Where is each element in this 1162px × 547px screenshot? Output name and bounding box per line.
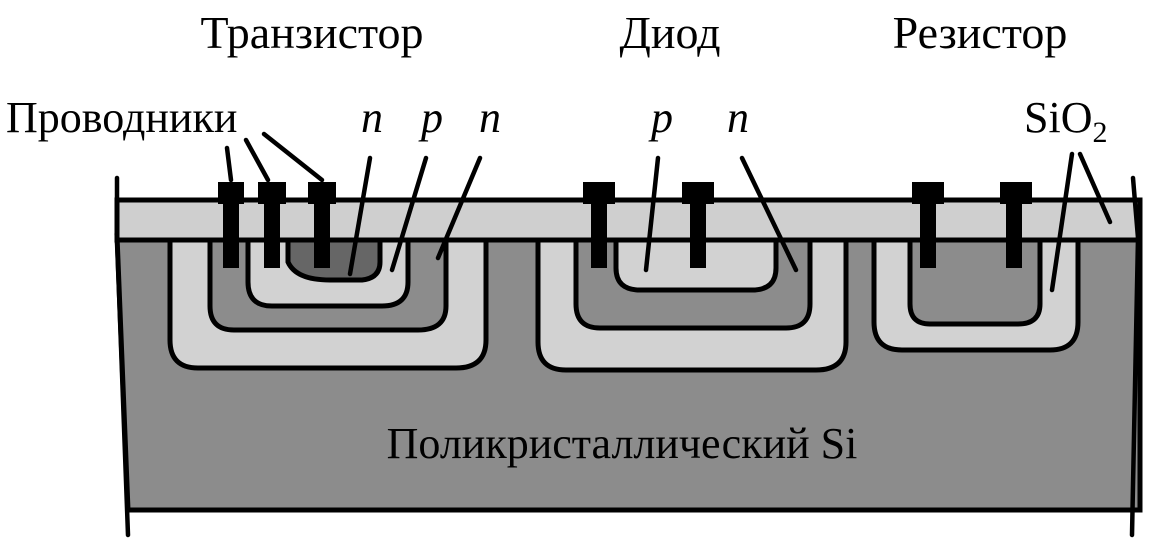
label-diode-p: p bbox=[648, 93, 673, 142]
transistor-contact-2 bbox=[258, 182, 286, 268]
label-transistor-p: p bbox=[418, 93, 443, 142]
label-substrate: Поликристаллический Si bbox=[387, 419, 858, 468]
title-diode: Диод bbox=[619, 7, 720, 58]
right-edge bbox=[1129, 235, 1141, 538]
transistor-contact-3 bbox=[308, 182, 336, 268]
label-transistor-n2: n bbox=[479, 93, 501, 142]
title-transistor: Транзистор bbox=[200, 7, 423, 58]
title-resistor: Резистор bbox=[893, 7, 1068, 58]
label-conductors: Проводники bbox=[6, 93, 237, 142]
label-diode-n: n bbox=[727, 93, 749, 142]
left-edge bbox=[114, 235, 131, 538]
transistor-contact-1 bbox=[218, 182, 244, 268]
right-edge-top bbox=[1130, 175, 1141, 241]
resistor-contact-2 bbox=[1000, 182, 1032, 268]
leader-lines bbox=[224, 131, 1113, 293]
label-sio2: SiO2 bbox=[1024, 93, 1107, 149]
label-sio2-subscript: 2 bbox=[1092, 116, 1107, 149]
transistor-emitter-n bbox=[285, 237, 383, 283]
label-sio2-main: SiO bbox=[1024, 93, 1092, 142]
label-transistor-n1: n bbox=[361, 93, 383, 142]
oxide-layer bbox=[114, 197, 1143, 243]
diode-contact-2 bbox=[682, 182, 714, 268]
resistor-contact-1 bbox=[912, 182, 944, 268]
contacts bbox=[218, 182, 1032, 268]
diode-contact-1 bbox=[583, 182, 615, 268]
